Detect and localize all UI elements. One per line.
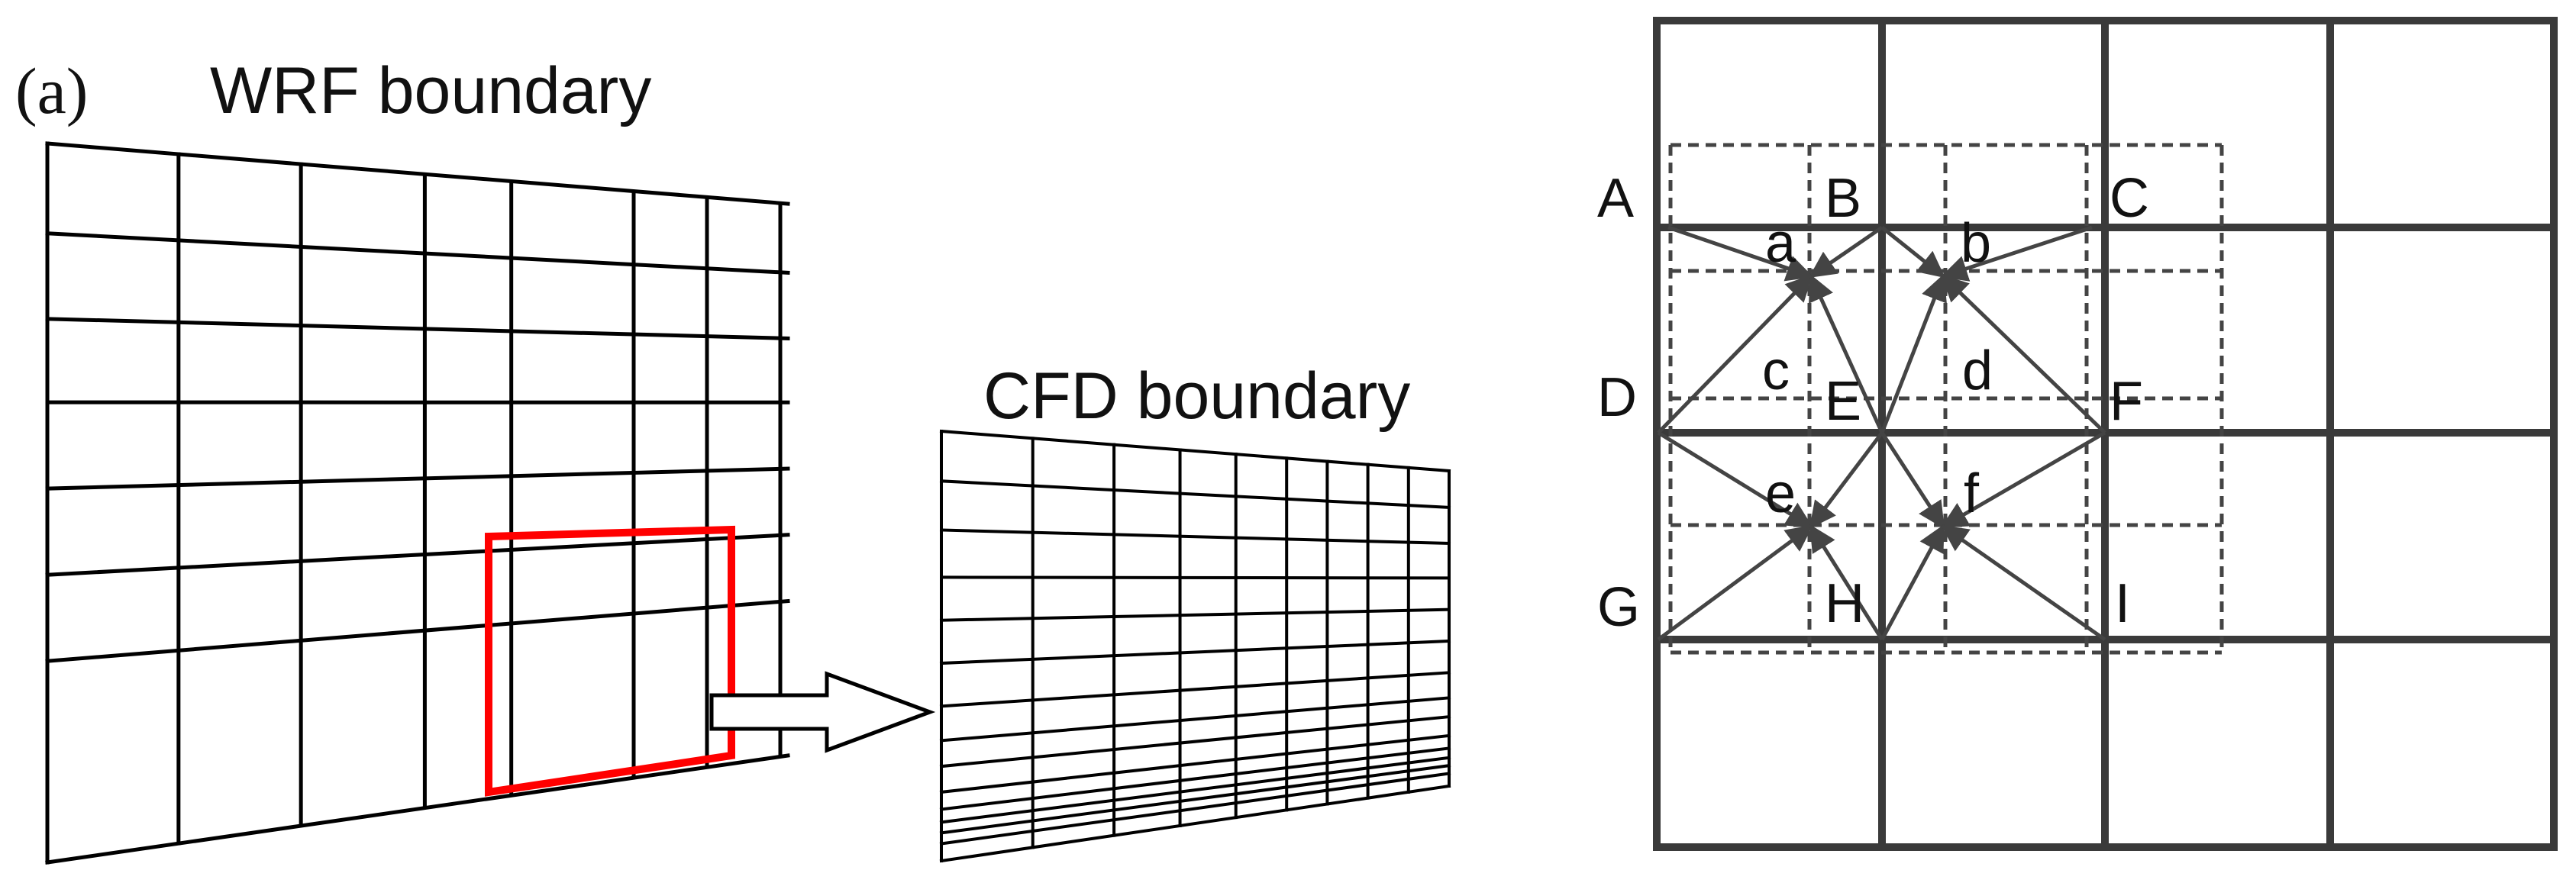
node-label-C: C <box>2110 168 2149 229</box>
wrf-grid-hline <box>45 598 790 663</box>
wrf-grid-hline <box>45 533 790 577</box>
node-label-a: a <box>1765 213 1796 274</box>
interp-arrow <box>1657 274 1813 434</box>
interpolation-arrows <box>1657 225 2106 642</box>
interp-arrow <box>1880 273 1947 433</box>
cfd-grid-hline <box>939 714 1451 769</box>
transfer-arrow <box>709 671 936 753</box>
node-label-F: F <box>2110 371 2143 432</box>
node-label-A: A <box>1597 168 1634 229</box>
interp-arrow <box>1940 430 2106 529</box>
node-label-H: H <box>1825 573 1864 634</box>
cfd-grid-hline <box>939 733 1451 794</box>
wrf-grid-hline <box>45 753 790 865</box>
cfd-grid-hline <box>939 671 1451 708</box>
node-label-D: D <box>1597 367 1637 428</box>
cfd-grid-hline <box>939 763 1451 835</box>
cfd-grid-hline <box>939 429 1451 473</box>
cfd-grid-hline <box>939 607 1451 622</box>
wrf-boundary-title: WRF boundary <box>210 54 651 127</box>
cfd-boundary-title: CFD boundary <box>983 359 1410 433</box>
interp-arrow <box>1880 226 1945 279</box>
interp-arrow <box>1657 430 1813 529</box>
node-label-c: c <box>1762 340 1790 401</box>
cfd-grid-hline <box>939 784 1451 863</box>
interp-arrow <box>1657 524 1813 642</box>
node-label-E: E <box>1825 371 1861 432</box>
interp-arrow <box>1809 524 1884 641</box>
wrf-grid-hline <box>45 141 790 206</box>
node-label-G: G <box>1597 577 1640 638</box>
cfd-grid-hline <box>939 756 1451 824</box>
interp-arrow <box>1809 273 1884 434</box>
interp-arrow <box>1941 274 2106 434</box>
panel-label: (a) <box>15 54 88 127</box>
interpolation-panel: A B C D E F G H I a b c d e f <box>1597 17 2558 851</box>
interp-arrow <box>1940 225 2093 282</box>
cfd-grid-hline <box>939 479 1451 510</box>
interp-arrow <box>1809 431 1884 529</box>
node-label-e: e <box>1765 463 1796 524</box>
cfd-grid <box>939 429 1451 863</box>
cfd-grid-hline <box>939 696 1451 743</box>
interp-arrow <box>1880 431 1945 529</box>
wrf-grid-hline <box>45 466 790 491</box>
wrf-highlight-region <box>485 525 735 797</box>
node-label-I: I <box>2115 573 2130 634</box>
interp-arrow <box>1667 225 1814 282</box>
interp-arrow <box>1941 524 2106 642</box>
cfd-grid-hline <box>939 772 1451 846</box>
cfd-grid-hline <box>939 528 1451 546</box>
interp-arrow <box>1880 524 1945 641</box>
cfd-grid-hline <box>939 746 1451 811</box>
cfd-grid-hline <box>939 575 1451 580</box>
interp-arrow <box>1809 225 1884 279</box>
cfd-grid-hline <box>939 639 1451 665</box>
node-label-d: d <box>1962 340 1993 401</box>
wrf-grid <box>45 141 790 865</box>
node-label-B: B <box>1825 168 1861 229</box>
node-label-b: b <box>1961 213 1991 274</box>
fine-grid <box>1668 143 2224 655</box>
panel-a: (a) WRF boundary CFD boundary <box>15 54 1451 865</box>
node-label-f: f <box>1964 463 1980 524</box>
wrf-grid-hline <box>45 317 790 340</box>
wrf-grid-hline <box>45 231 790 276</box>
